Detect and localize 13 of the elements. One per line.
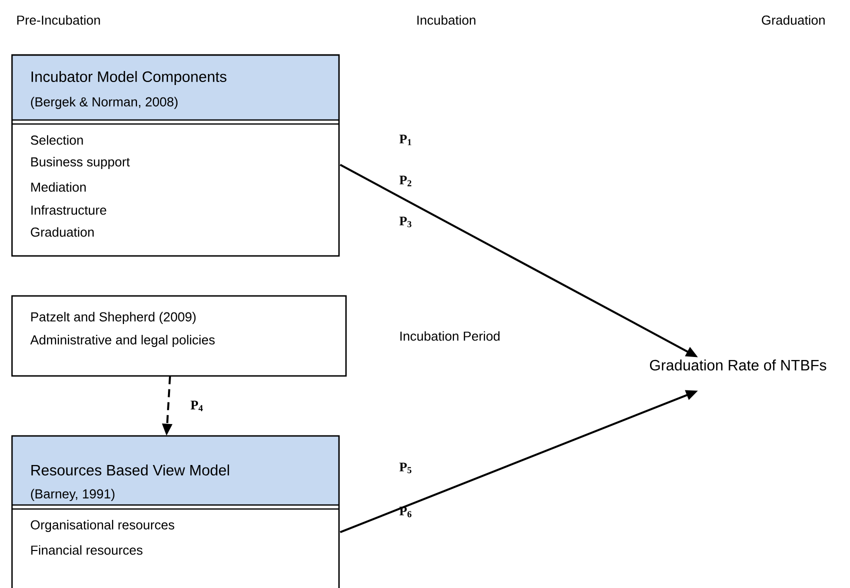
proposition-label: P$_{1}$: [399, 134, 412, 146]
column-heading: Graduation: [762, 15, 825, 25]
column-heading: Pre-Incubation: [17, 15, 100, 25]
column-heading: Incubation: [417, 15, 476, 25]
column-heading: Incubation Period: [400, 331, 500, 341]
result-text: Graduation Rate of NTBFs: [650, 359, 826, 370]
model-box: Resources Based View Model (Barney, 1991) Organisational resources Financial resources: [11, 435, 340, 588]
reference-box: Patzelt and Shepherd (2009) Administrative and legal policies: [11, 295, 347, 377]
model-box: Incubator Model Components (Bergek & Norman, 2008) Selection Business support Mediation Infrastructure Graduation: [11, 54, 340, 257]
proposition-label: P$_{2}$: [399, 176, 412, 186]
proposition-label: P$_{5}$: [399, 462, 412, 474]
edge-label: P$_{4}$: [190, 400, 203, 412]
proposition-label: P$_{3}$: [399, 216, 412, 228]
